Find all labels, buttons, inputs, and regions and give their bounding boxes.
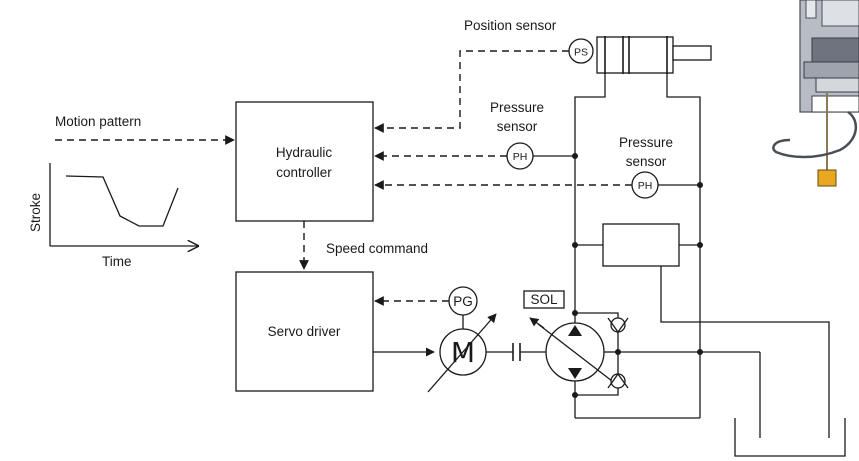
pg-label: PG <box>453 294 473 309</box>
pressure-sensor-1-label-2: sensor <box>497 119 538 134</box>
hydraulic-controller-label-1: Hydraulic <box>276 145 333 160</box>
press-machine-icon <box>772 0 859 187</box>
stroke-time-graph: Stroke Time <box>28 163 198 269</box>
sol-label: SOL <box>530 292 558 307</box>
pressure-sensor-1-label-1: Pressure <box>490 100 544 115</box>
pressure-sensor-2-label-1: Pressure <box>619 135 673 150</box>
drain-line-right <box>660 266 830 438</box>
pump-arrow-up <box>568 325 582 336</box>
stroke-axis-label: Stroke <box>28 193 43 232</box>
check-valve-upper <box>607 317 629 334</box>
hydraulic-circuit <box>572 73 830 438</box>
servo-driver-label: Servo driver <box>268 324 341 339</box>
motor-variable-arrow <box>427 313 497 393</box>
motion-pattern-label: Motion pattern <box>55 114 141 129</box>
solenoid-box <box>523 290 565 309</box>
hydraulic-cylinder <box>596 36 712 74</box>
pump-variable-arrow <box>529 317 545 329</box>
oil-tank <box>734 418 846 457</box>
hydraulic-controller-label-2: controller <box>276 165 332 180</box>
valve-block <box>602 223 680 267</box>
pipe-right <box>666 73 701 418</box>
hydraulic-controller-box <box>235 101 374 222</box>
check-valve-loop <box>575 312 619 396</box>
pump-arrow-down <box>568 368 582 379</box>
pressure-sensor-2-label-2: sensor <box>626 154 667 169</box>
pipe-left <box>574 73 606 418</box>
cylinder-rod <box>672 45 712 61</box>
speed-command-label: Speed command <box>326 241 428 256</box>
position-feedback-arrow <box>374 50 569 133</box>
ph-1-label: PH <box>513 151 528 163</box>
cylinder-body <box>596 36 674 74</box>
check-valve-lower <box>607 372 629 389</box>
ph-2-label: PH <box>638 180 653 192</box>
graph-curve <box>65 175 179 227</box>
servo-driver-box <box>235 271 374 392</box>
ps-label: PS <box>574 47 588 59</box>
time-axis-label: Time <box>102 254 132 269</box>
position-sensor-label: Position sensor <box>464 18 557 33</box>
